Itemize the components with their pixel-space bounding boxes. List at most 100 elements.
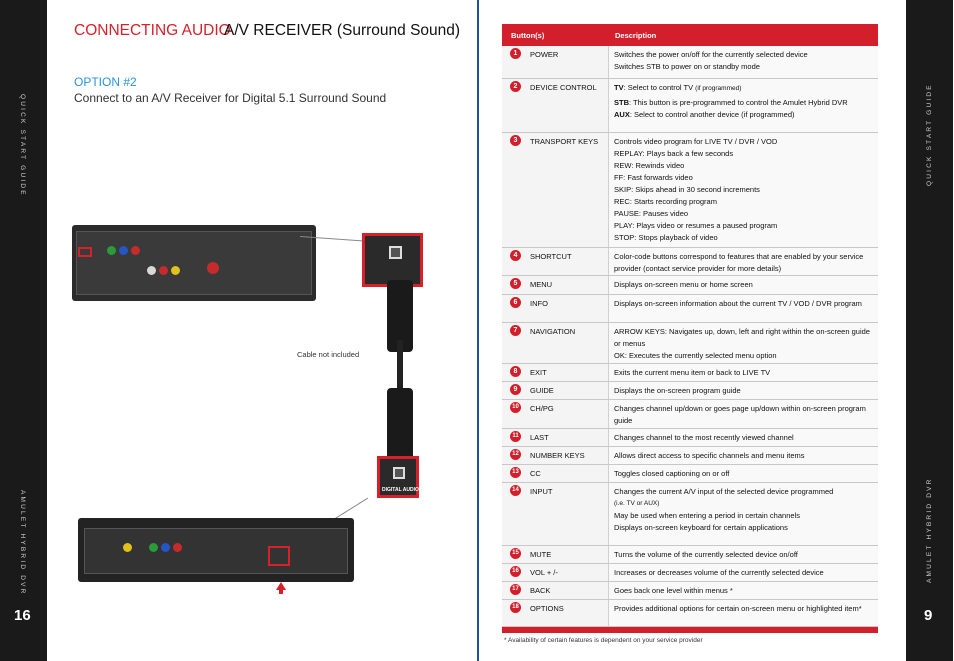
description-line: Displays on-screen keyboard for certain … bbox=[614, 523, 788, 532]
description-cell bbox=[608, 447, 878, 464]
button-description: Provides additional options for certain … bbox=[614, 603, 872, 615]
section-title-red: CONNECTING AUDIO bbox=[74, 22, 231, 39]
description-line: Provides additional options for certain … bbox=[614, 604, 862, 613]
button-name: POWER bbox=[530, 50, 559, 59]
button-description: Color-code buttons correspond to feature… bbox=[614, 251, 872, 275]
description-cell bbox=[608, 248, 878, 275]
description-cell bbox=[608, 546, 878, 563]
description-line: Displays on-screen menu or home screen bbox=[614, 280, 753, 289]
row-number-badge: 9 bbox=[510, 384, 521, 395]
button-name: INFO bbox=[530, 299, 548, 308]
right-side-label-lower: AMULET HYBRID DVR bbox=[926, 477, 933, 583]
table-row: 12 NUMBER KEYS Allows direct access to spe… bbox=[502, 447, 878, 465]
description-line: STB: This button is pre-programmed to co… bbox=[614, 97, 872, 109]
description-text: : Select to control another device (if p… bbox=[629, 110, 795, 119]
button-description: Exits the current menu item or back to L… bbox=[614, 367, 872, 379]
button-description: Displays the on-screen program guide bbox=[614, 385, 872, 397]
button-cell bbox=[502, 546, 608, 563]
description-line: Controls video program for LIVE TV / DVR… bbox=[614, 137, 778, 146]
description-line: Allows direct access to specific channel… bbox=[614, 451, 805, 460]
left-side-label: QUICK START GUIDE bbox=[19, 94, 26, 197]
description-cell bbox=[608, 465, 878, 482]
button-description: Changes the current A/V input of the sel… bbox=[614, 486, 872, 534]
description-line: AUX: Select to control another device (i… bbox=[614, 109, 872, 121]
row-number-badge: 10 bbox=[510, 402, 521, 413]
button-name: BACK bbox=[530, 586, 551, 595]
button-name: MUTE bbox=[530, 550, 552, 559]
row-number-badge: 2 bbox=[510, 81, 521, 92]
button-cell bbox=[502, 276, 608, 294]
button-description: Turns the volume of the currently select… bbox=[614, 549, 872, 561]
table-header: Button(s) Description bbox=[502, 24, 878, 46]
up-arrow-stem bbox=[279, 589, 283, 594]
stb-back-panel bbox=[84, 528, 348, 574]
button-description: Changes channel to the most recently vie… bbox=[614, 432, 872, 444]
button-description: Displays on-screen menu or home screen bbox=[614, 279, 872, 291]
right-side-strip: QUICK START GUIDE AMULET HYBRID DVR 9 bbox=[906, 0, 953, 661]
button-description: Controls video program for LIVE TV / DVR… bbox=[614, 136, 872, 244]
left-side-strip: QUICK START GUIDE AMULET HYBRID DVR 16 bbox=[0, 0, 47, 661]
button-description: Allows direct access to specific channel… bbox=[614, 450, 872, 462]
button-description: Changes channel up/down or goes page up/… bbox=[614, 403, 872, 427]
description-cell bbox=[608, 276, 878, 294]
description-cell bbox=[608, 429, 878, 446]
description-line: (i.e. TV or AUX) bbox=[614, 500, 660, 507]
digital-audio-label: DIGITAL AUDIO bbox=[382, 487, 419, 493]
description-cell bbox=[608, 46, 878, 78]
button-description: Goes back one level within menus * bbox=[614, 585, 872, 597]
description-line: Changes channel to the most recently vie… bbox=[614, 433, 794, 442]
button-name: DEVICE CONTROL bbox=[530, 83, 597, 92]
optical-port-icon-2 bbox=[393, 467, 405, 479]
description-cell bbox=[608, 382, 878, 399]
button-name: NUMBER KEYS bbox=[530, 451, 585, 460]
description-note: (if programmed) bbox=[695, 85, 742, 92]
jack-red-2 bbox=[159, 266, 168, 275]
description-line: Changes the current A/V input of the sel… bbox=[614, 487, 834, 496]
description-line: ARROW KEYS: Navigates up, down, left and… bbox=[614, 327, 870, 348]
receiver-optical-highlight bbox=[78, 247, 92, 257]
row-number-badge: 3 bbox=[510, 135, 521, 146]
button-description: Toggles closed captioning on or off bbox=[614, 468, 872, 480]
button-cell bbox=[502, 364, 608, 381]
header-buttons: Button(s) bbox=[511, 31, 545, 40]
description-line: Increases or decreases volume of the cur… bbox=[614, 568, 824, 577]
button-cell bbox=[502, 429, 608, 446]
button-description: TV: Select to control TV (if programmed)… bbox=[614, 82, 872, 121]
description-text: : This button is pre-programmed to contr… bbox=[629, 98, 848, 107]
button-name: VOL + /- bbox=[530, 568, 558, 577]
description-cell bbox=[608, 295, 878, 322]
description-line: May be used when entering a period in ce… bbox=[614, 511, 800, 520]
table-row: 2 DEVICE CONTROL TV: Select to control TV … bbox=[502, 79, 878, 133]
description-cell bbox=[608, 364, 878, 381]
description-line: FF: Fast forwards video bbox=[614, 173, 693, 182]
row-number-badge: 17 bbox=[510, 584, 521, 595]
header-description: Description bbox=[615, 31, 657, 40]
row-number-badge: 14 bbox=[510, 485, 521, 496]
description-line: Switches the power on/off for the curren… bbox=[614, 50, 808, 59]
description-line: Exits the current menu item or back to L… bbox=[614, 368, 771, 377]
stb-jack-red bbox=[173, 543, 182, 552]
jack-yellow bbox=[171, 266, 180, 275]
description-cell bbox=[608, 582, 878, 599]
description-cell bbox=[608, 564, 878, 581]
description-cell bbox=[608, 483, 878, 545]
jack-red bbox=[131, 246, 140, 255]
description-keyword: AUX bbox=[614, 110, 630, 119]
button-cell bbox=[502, 133, 608, 247]
row-number-badge: 6 bbox=[510, 297, 521, 308]
row-number-badge: 12 bbox=[510, 449, 521, 460]
description-line: Displays the on-screen program guide bbox=[614, 386, 741, 395]
button-description: ARROW KEYS: Navigates up, down, left and… bbox=[614, 326, 872, 362]
section-title-black: A/V RECEIVER (Surround Sound) bbox=[224, 22, 461, 39]
description-line: PLAY: Plays video or resumes a paused pr… bbox=[614, 221, 778, 230]
cable-note: Cable not included bbox=[297, 350, 360, 359]
receiver-optical-callout bbox=[362, 233, 423, 287]
optical-cable-bottom-plug bbox=[387, 388, 413, 460]
